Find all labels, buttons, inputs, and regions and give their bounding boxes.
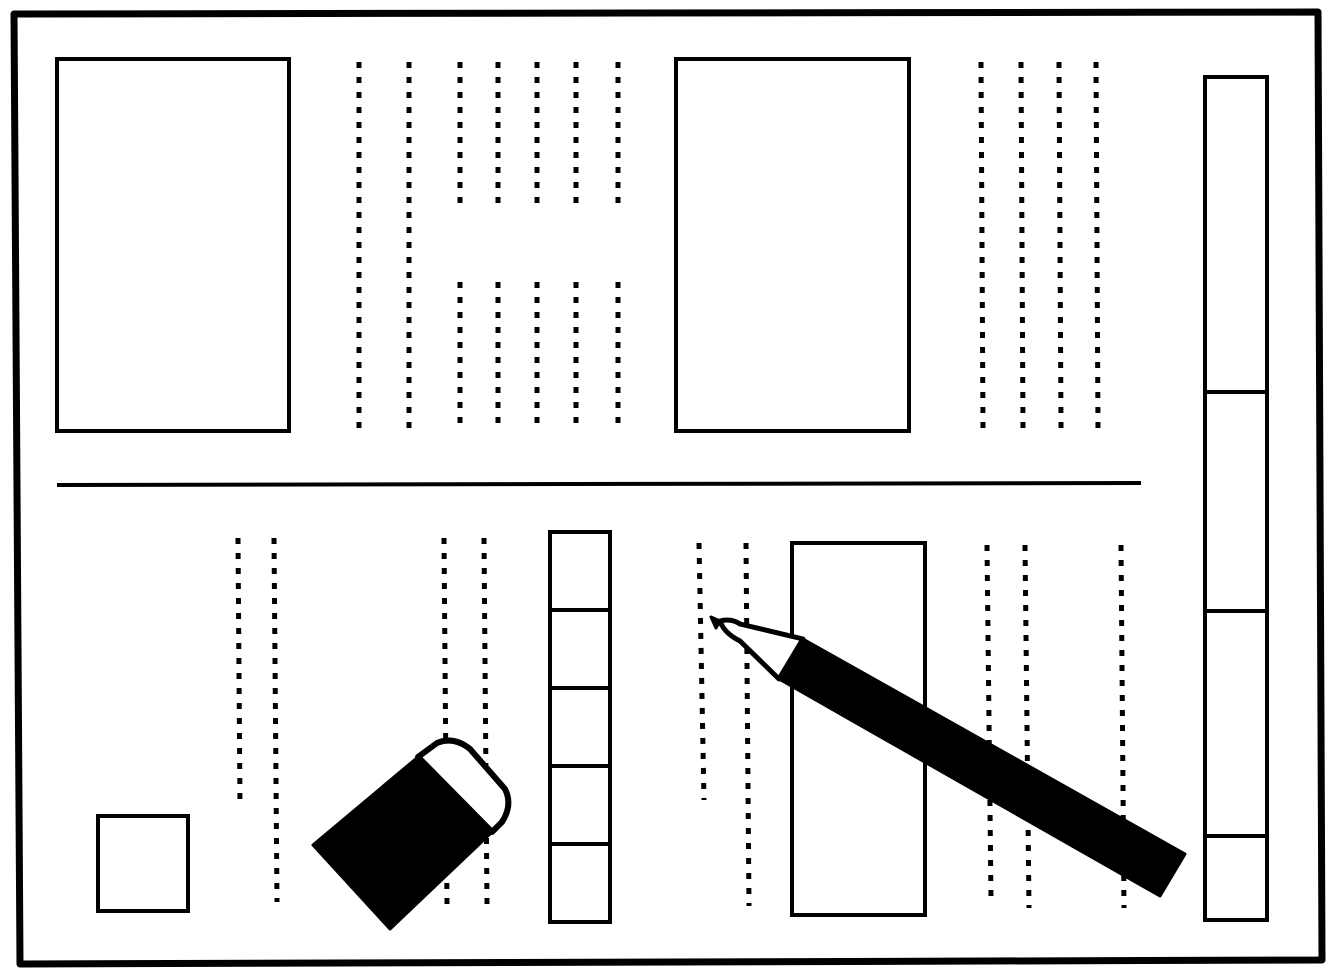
text-line (1018, 61, 1026, 429)
text-line (1093, 61, 1101, 429)
pencil-lead (709, 615, 722, 630)
side-panel (1203, 75, 1269, 922)
pencil-icon (709, 615, 1187, 898)
text-line (696, 542, 707, 801)
top-left-image-box (55, 57, 291, 433)
small-square-box (96, 814, 190, 913)
bottom-middle-text-column (696, 542, 752, 907)
box-strip (548, 530, 612, 924)
text-line (1056, 61, 1064, 429)
section-divider (56, 481, 1142, 487)
box-strip-frame (548, 530, 612, 924)
pencil-cone (717, 617, 806, 682)
side-panel-frame (1203, 75, 1269, 922)
text-line (978, 61, 986, 429)
top-right-text-column (978, 61, 1101, 429)
eraser-icon (311, 737, 512, 931)
sheet-border (10, 8, 1326, 968)
text-line (743, 542, 752, 907)
text-line (1022, 544, 1032, 909)
text-line (271, 537, 280, 903)
top-right-image-box (674, 57, 911, 433)
eraser-tip (415, 737, 512, 835)
text-line (481, 537, 490, 905)
top-left-text-column (356, 62, 621, 430)
